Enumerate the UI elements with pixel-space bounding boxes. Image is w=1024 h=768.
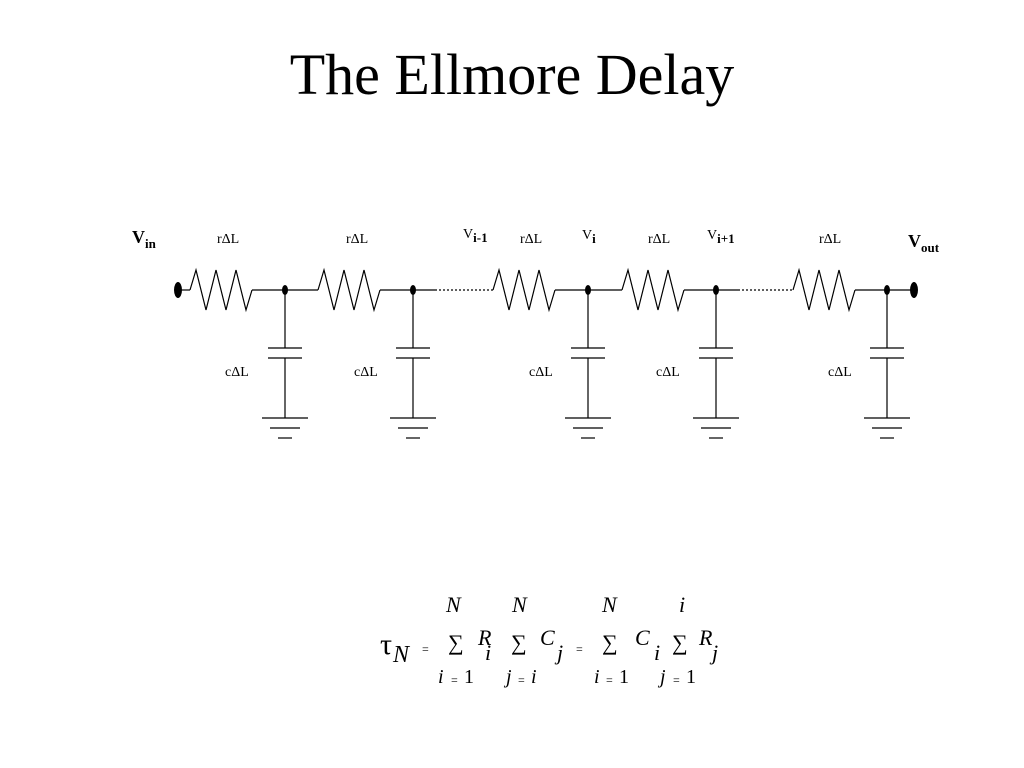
sum2-lower-eq: = [518, 673, 525, 687]
capacitor-label: cΔL [828, 365, 852, 380]
sum4-sigma: ∑ [672, 630, 688, 655]
capacitor-label: cΔL [225, 365, 249, 380]
sum1-upper: N [446, 592, 461, 617]
r-symbol-2: R [699, 625, 713, 650]
sum2-upper: N [512, 592, 527, 617]
equals-sign-2: = [576, 642, 583, 656]
vin-terminal [174, 282, 182, 298]
node-dot [282, 285, 288, 295]
resistor-3 [492, 267, 556, 313]
equals-sign: = [422, 642, 429, 656]
sum3-lower-val: 1 [619, 666, 629, 688]
capacitor-2 [390, 290, 436, 439]
capacitor-label: cΔL [656, 365, 680, 380]
capacitor-1 [262, 290, 308, 439]
slide-title: The Ellmore Delay [289, 42, 735, 107]
c-symbol: C [540, 625, 555, 650]
c-subscript: j [557, 640, 564, 665]
sum4-lower-eq: = [673, 673, 680, 687]
resistor-label: rΔL [520, 232, 542, 247]
tau-symbol: τ [380, 628, 393, 661]
resistor-label: rΔL [346, 232, 368, 247]
resistor-label: rΔL [217, 232, 239, 247]
node-dot [410, 285, 416, 295]
sum3-lower-eq: = [606, 673, 613, 687]
resistor-label: rΔL [648, 232, 670, 247]
resistor-label: rΔL [819, 232, 841, 247]
sum1-lower-var: i [438, 666, 444, 688]
sum2-sigma: ∑ [511, 630, 527, 655]
node-next-label: Vi+1 [707, 228, 735, 246]
sum1-lower-eq: = [451, 673, 458, 687]
r-subscript: i [485, 640, 492, 665]
r-symbol: R [478, 625, 492, 650]
c-subscript-2: i [654, 640, 661, 665]
sum3-upper: N [602, 592, 617, 617]
capacitor-label: cΔL [529, 365, 553, 380]
sum4-upper: i [679, 592, 686, 617]
vout-label: Vout [908, 231, 940, 255]
sum1-lower-val: 1 [464, 666, 474, 688]
node-prev-label: Vi-1 [463, 227, 488, 245]
node-dot [884, 285, 890, 295]
r-subscript-2: j [712, 640, 719, 665]
node-dot [585, 285, 591, 295]
sum4-lower-var: j [660, 666, 666, 688]
node-dot [713, 285, 719, 295]
sum2-lower-val: i [531, 666, 537, 688]
capacitor-5 [864, 290, 910, 439]
sum4-lower-val: 1 [686, 666, 696, 688]
c-symbol-2: C [635, 625, 650, 650]
sum2-lower-var: j [506, 666, 512, 688]
elmore-delay-formula: τ N = N ∑ i = 1 R i N ∑ j = i C j = N ∑ … [380, 590, 780, 700]
circuit-wires [178, 267, 914, 439]
node-cur-label: Vi [582, 228, 596, 246]
vin-label: Vin [132, 227, 157, 251]
circuit-nodes [174, 282, 918, 298]
resistor-2 [317, 267, 381, 313]
capacitor-3 [565, 290, 611, 439]
capacitor-label: cΔL [354, 365, 378, 380]
tau-subscript: N [393, 642, 410, 668]
sum3-sigma: ∑ [602, 630, 618, 655]
vout-terminal [910, 282, 918, 298]
sum3-lower-var: i [594, 666, 600, 688]
capacitor-4 [693, 290, 739, 439]
sum1-sigma: ∑ [448, 630, 464, 655]
resistor-1 [189, 267, 253, 313]
resistor-5 [792, 267, 856, 313]
resistor-4 [621, 267, 685, 313]
